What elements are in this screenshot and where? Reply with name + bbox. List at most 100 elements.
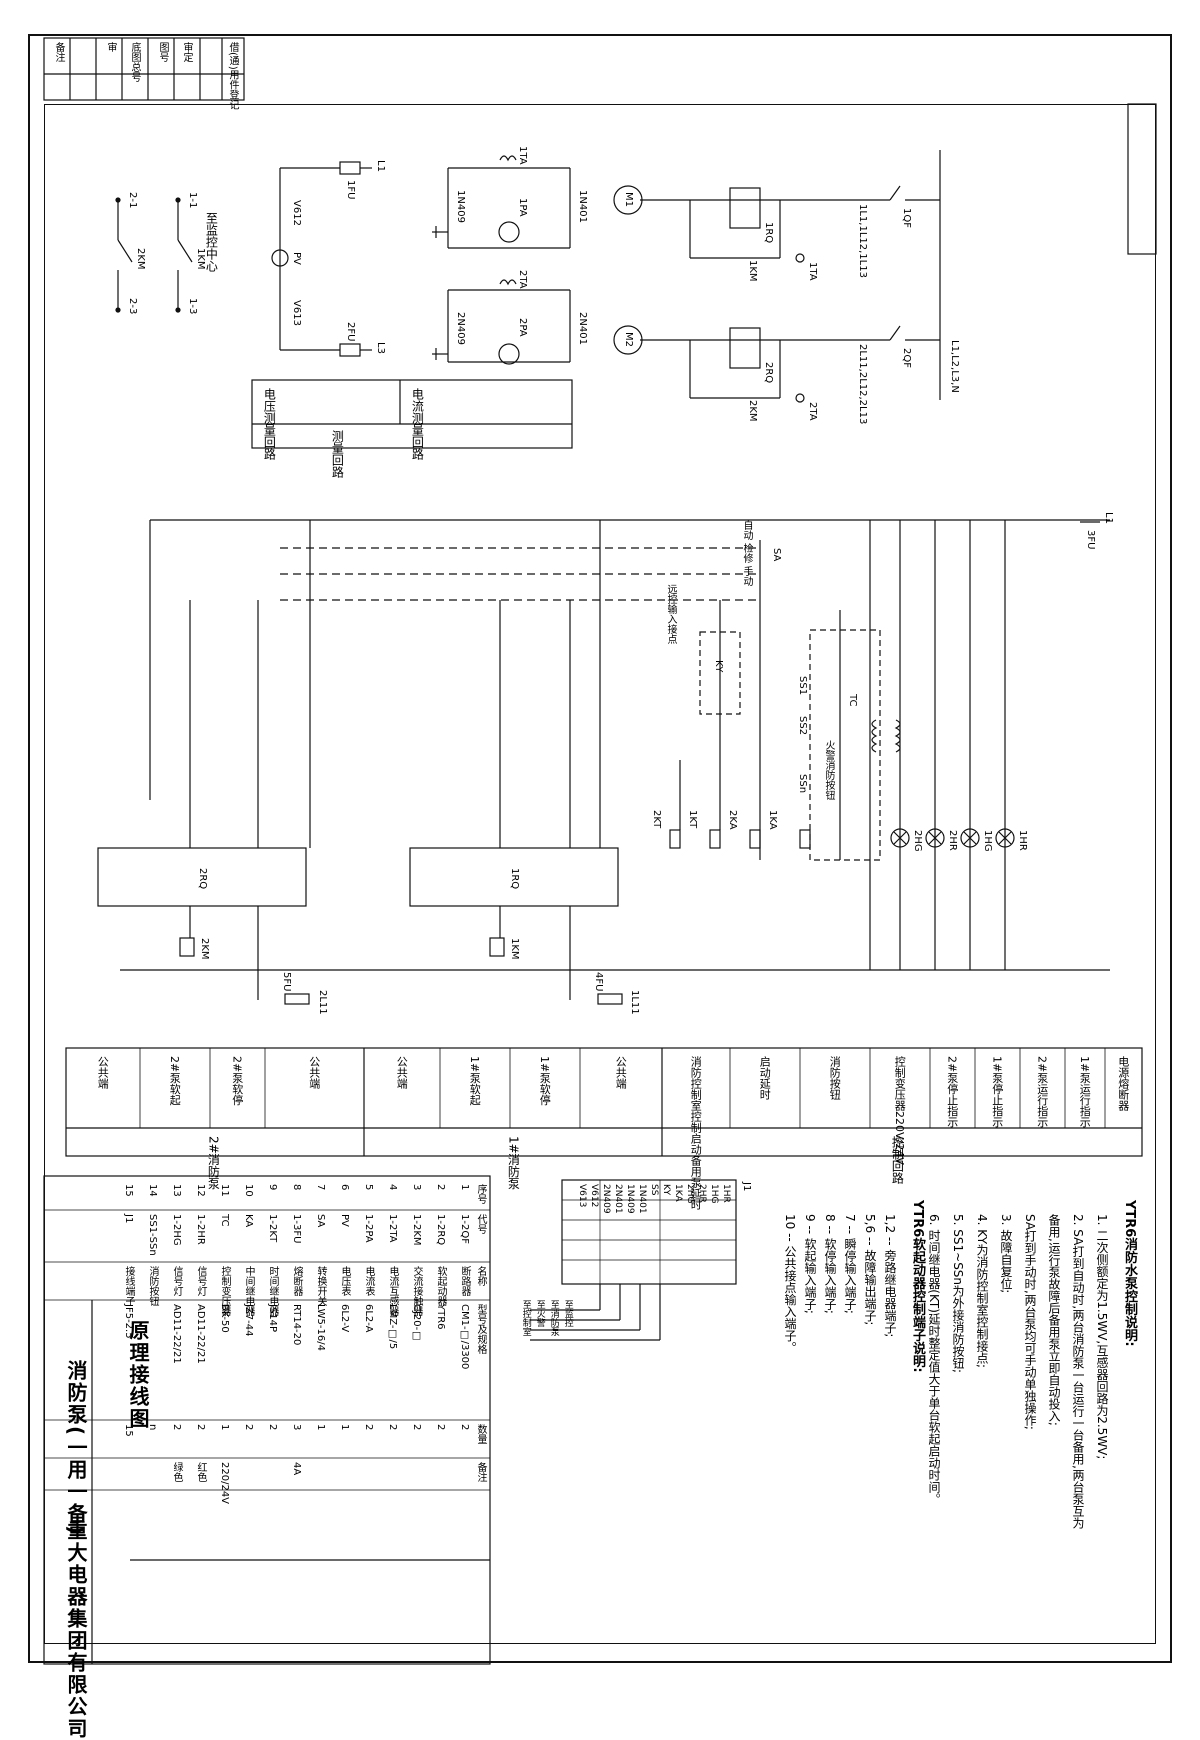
parts-cell: 15 <box>123 1184 134 1197</box>
terminal-note-item: 10 -- 公共接点输入端子。 <box>783 1214 797 1354</box>
parts-cell: 软起动器 <box>435 1266 446 1306</box>
label-ss2: SS2 <box>797 716 808 736</box>
label-1kt: 1KT <box>687 810 698 829</box>
label-1hg: 1HG <box>982 830 993 852</box>
label-ctrl-1km: 1KM <box>509 938 520 960</box>
stamp-approve: 审定 <box>181 42 192 62</box>
parts-cell: KA <box>243 1214 254 1228</box>
parts-cell: 2 <box>363 1424 374 1431</box>
parts-cell: 中间继电器 <box>243 1266 254 1316</box>
parts-cell: 断路器 <box>459 1266 470 1296</box>
parts-cell: LW5-16/4 <box>315 1304 326 1351</box>
drawing-name: 原理接线图 <box>126 1320 150 1430</box>
parts-cell: RT14-20 <box>291 1304 302 1346</box>
function-cell: 2#泵停止指示 <box>945 1056 959 1128</box>
label-m1: M1 <box>623 192 634 207</box>
parts-cell: 14 <box>147 1184 158 1197</box>
parts-cell: 电流表 <box>363 1266 374 1296</box>
notes-section: YTR6消防水泵控制说明: 1. 二次侧额定为1.5WV,互感器回路为2.5WV… <box>783 1200 1148 1630</box>
stamp-review: 审 <box>105 42 116 52</box>
notes-title-2: YTR6软起动器控制端子说明: <box>910 1200 925 1373</box>
parts-cell: 15 <box>123 1424 134 1437</box>
note-item: 备用,运行泵故障后备用泵立即自动投入; <box>1047 1214 1061 1426</box>
parts-header: 序号 <box>475 1184 486 1204</box>
label-1qf: 1QF <box>901 208 912 228</box>
parts-cell: JF5-2.5 <box>123 1304 134 1339</box>
stamp-remark: 备注 <box>53 42 64 62</box>
parts-cell: 6L2-V <box>339 1304 350 1333</box>
parts-cell: 电压表 <box>339 1266 350 1296</box>
parts-cell: 绿色 <box>171 1462 182 1482</box>
parts-cell: 1-2HG <box>171 1214 182 1246</box>
terminal-label: 1N409 <box>624 1184 635 1214</box>
function-cell: 1#泵停止指示 <box>990 1056 1004 1128</box>
parts-cell: 2 <box>195 1424 206 1431</box>
label-2hg: 2HG <box>912 830 923 852</box>
to-monitoring-center: 至监控中心 <box>204 212 219 272</box>
label-1ta-main: 1TA <box>807 262 818 281</box>
parts-cell: JS14P <box>267 1304 278 1333</box>
parts-header: 型号及规格 <box>475 1304 486 1354</box>
parts-cell: 2 <box>435 1424 446 1431</box>
parts-cell: n <box>147 1424 158 1431</box>
parts-header: 数量 <box>475 1424 486 1444</box>
parts-cell: 1 <box>315 1424 326 1431</box>
drawing-frame <box>28 34 1172 1663</box>
label-2l11: 2L11 <box>317 990 328 1015</box>
label-tc: TC <box>847 694 858 707</box>
label-bus2: 2L11,2L12,2L13 <box>857 344 868 425</box>
label-1km: 1KM <box>747 260 758 282</box>
terminal-note-item: 1,2 -- 旁路继电器端子; <box>883 1214 897 1338</box>
function-cell: 1#泵软停 <box>538 1056 552 1106</box>
label-2qf: 2QF <box>901 348 912 368</box>
parts-cell: 消防按钮 <box>147 1266 158 1306</box>
note-item: 1. 二次侧额定为1.5WV,互感器回路为2.5WV; <box>1095 1214 1109 1460</box>
parts-cell: 电流互感器 <box>387 1266 398 1316</box>
label-2ka: 2KA <box>727 810 738 830</box>
company-name: 重大电器集团有限公司 <box>64 1520 88 1740</box>
label-2pa: 2PA <box>517 318 528 337</box>
parts-cell: 5 <box>363 1184 374 1191</box>
label-ssn: SSn <box>797 774 808 794</box>
label-2km-contact: 2KM <box>135 248 146 270</box>
label-1n401: 1N401 <box>577 190 588 223</box>
label-2rq: 2RQ <box>763 362 774 384</box>
parts-cell: 控制变压器 <box>219 1266 230 1316</box>
terminal-label: 1KA <box>672 1184 683 1202</box>
parts-cell: 6 <box>339 1184 350 1191</box>
parts-cell: 6L2-A <box>363 1304 374 1333</box>
label-v613: V613 <box>291 300 302 326</box>
label-1hr: 1HR <box>1017 830 1028 851</box>
label-2km: 2KM <box>747 400 758 422</box>
label-1ka: 1KA <box>767 810 778 830</box>
parts-cell: 3 <box>291 1424 302 1431</box>
parts-cell: 1-2TA <box>387 1214 398 1243</box>
label-2n409: 2N409 <box>455 312 466 345</box>
function-cell: 公共端 <box>96 1056 110 1089</box>
terminal-block-title: J1 <box>741 1182 752 1192</box>
parts-cell: 时间继电器 <box>267 1266 278 1316</box>
terminal-destination: 至消防泵 <box>548 1300 559 1336</box>
terminal-label: V612 <box>588 1184 599 1208</box>
label-ky: KY <box>713 660 724 673</box>
project-name: 消防泵(一用一备) <box>64 1360 88 1537</box>
parts-cell: 11 <box>219 1184 230 1197</box>
function-cell: 消防按钮 <box>828 1056 842 1100</box>
parts-cell: 7 <box>315 1184 326 1191</box>
parts-cell: 1-2HR <box>195 1214 206 1245</box>
function-cell: 控制变压器220V/24V <box>893 1056 907 1165</box>
wiring-diagram <box>43 37 1157 1665</box>
label-fire-button: 火警消防按钮 <box>823 740 834 800</box>
parts-cell: AD11-22/21 <box>171 1304 182 1364</box>
label-2kt: 2KT <box>651 810 662 829</box>
parts-header: 名称 <box>475 1266 486 1286</box>
label-2ta-main: 2TA <box>807 402 818 421</box>
note-item: SA打到手动时,两台泵均可手动单独操作; <box>1023 1214 1037 1430</box>
parts-cell: 信号灯 <box>195 1266 206 1296</box>
label-term-1-3: 1-3 <box>187 298 198 315</box>
parts-cell: 13 <box>171 1184 182 1197</box>
label-v612: V612 <box>291 200 302 226</box>
label-sa: SA <box>771 548 782 562</box>
label-pv: PV <box>291 252 302 265</box>
parts-cell: SS1-SSn <box>147 1214 158 1256</box>
